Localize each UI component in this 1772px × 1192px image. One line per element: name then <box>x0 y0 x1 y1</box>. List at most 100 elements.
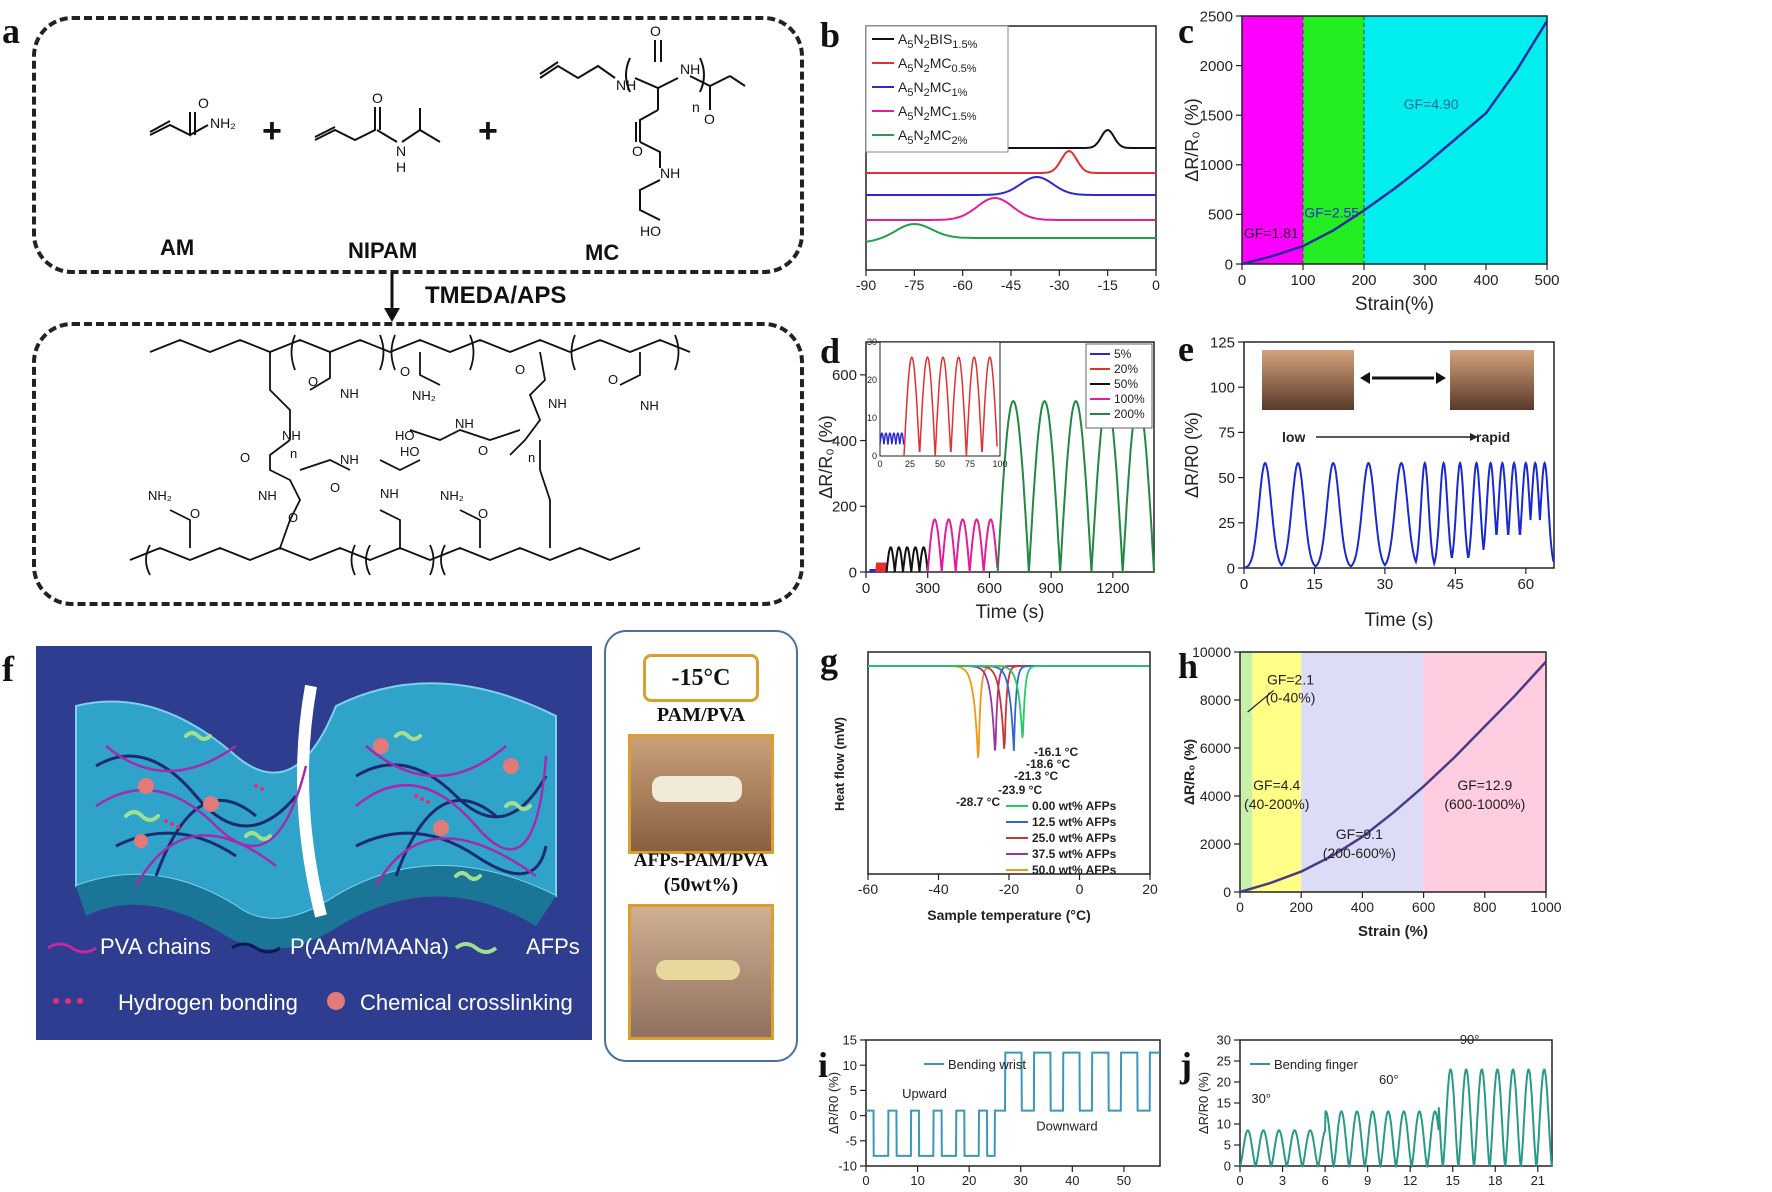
net-nh-7: NH <box>380 486 399 501</box>
j-ytick-label: 10 <box>1217 1117 1231 1132</box>
j-xtick-label: 12 <box>1403 1173 1417 1188</box>
mc-o-2: O <box>704 111 715 127</box>
b-legend-label: A5N2MC0.5% <box>898 55 977 75</box>
b-legend-label-part: 1.5% <box>952 111 977 123</box>
h-gf-range: (600-1000%) <box>1444 796 1525 812</box>
j-ytick-label: 30 <box>1217 1034 1231 1048</box>
e-rapid-label: rapid <box>1476 429 1510 445</box>
b-legend-label-part: 2 <box>924 111 930 123</box>
g-xtick-label: -60 <box>858 881 878 897</box>
j-angle-label: 90° <box>1460 1034 1480 1047</box>
panel-h-letter: h <box>1178 646 1199 686</box>
am-o: O <box>198 95 209 111</box>
c-xtick-label: 300 <box>1412 272 1437 289</box>
c-ytick-label: 0 <box>1225 256 1233 273</box>
g-ylabel: Heat flow (mW) <box>832 717 847 811</box>
g-xtick-label: 20 <box>1142 881 1158 897</box>
e-xtick-label: 15 <box>1306 576 1323 593</box>
b-legend-label-part: A <box>898 103 908 119</box>
j-xtick-label: 6 <box>1321 1173 1328 1188</box>
afps-gel <box>656 960 740 980</box>
d-ytick-label: 400 <box>832 433 857 450</box>
e-signal-line <box>1244 460 1555 569</box>
g-xtick-label: 0 <box>1076 881 1084 897</box>
i-xtick-label: 40 <box>1065 1173 1079 1188</box>
net-n-sub: n <box>290 446 297 461</box>
d-inset-line-5 <box>879 432 905 445</box>
h-xlabel: Strain (%) <box>1358 923 1428 940</box>
b-legend-label-part: 2% <box>952 135 968 147</box>
e-ytick-label: 75 <box>1218 425 1235 442</box>
b-legend-label-part: 1.5% <box>952 39 977 51</box>
c-gf-3: GF=4.90 <box>1404 96 1459 112</box>
e-double-arrow-left <box>1360 372 1370 384</box>
label-nipam: NIPAM <box>348 238 417 263</box>
c-xtick-label: 200 <box>1351 272 1376 289</box>
network-box <box>32 322 804 606</box>
d-inset-xtick-label: 25 <box>905 459 915 469</box>
e-ytick-label: 50 <box>1218 470 1235 487</box>
panel-e-letter: e <box>1178 329 1194 369</box>
b-legend-label-part: 2 <box>924 87 930 99</box>
c-ytick-label: 2500 <box>1200 8 1233 25</box>
d-inset-ytick-label: 20 <box>867 375 877 385</box>
d-series-line <box>875 562 888 573</box>
d-xlabel: Time (s) <box>976 602 1045 623</box>
d-legend-label: 5% <box>1114 347 1132 361</box>
b-xtick-label: -45 <box>1001 277 1021 293</box>
d-inset-frame <box>879 341 1001 457</box>
c-xtick-label: 500 <box>1534 272 1559 289</box>
b-legend-label-part: MC <box>930 55 952 71</box>
g-series-line <box>868 665 1150 749</box>
b-xtick-label: -30 <box>1049 277 1069 293</box>
c-plot-frame <box>1241 15 1548 265</box>
panel-f-letter: f <box>2 649 14 689</box>
e-xtick-label: 0 <box>1240 576 1248 593</box>
hydrogel-sheet <box>47 682 557 1010</box>
i-ylabel: ΔR/R0 (%) <box>826 1072 841 1134</box>
d-xtick-label: 600 <box>977 580 1002 597</box>
c-ylabel: ΔR/R₀ (%) <box>1182 98 1202 182</box>
h-ytick-label: 6000 <box>1200 740 1231 756</box>
am-nh2: NH₂ <box>210 115 236 131</box>
b-legend-label-part: 5 <box>907 39 913 51</box>
c-xtick-label: 0 <box>1238 272 1246 289</box>
g-peak-label: -23.9 °C <box>998 783 1042 797</box>
b-legend-label-part: A <box>898 55 908 71</box>
legend-paam: P(AAm/MAANa) <box>290 934 449 959</box>
b-legend-label-part: 5 <box>907 135 913 147</box>
h-ytick-label: 10000 <box>1192 644 1231 660</box>
mc-o-1: O <box>650 23 661 39</box>
mc-nh-2: NH <box>680 61 700 77</box>
c-curve <box>1241 20 1549 266</box>
b-legend-label: A5N2MC2% <box>898 127 968 147</box>
b-legend-label-part: N <box>913 127 923 143</box>
i-xtick-label: 20 <box>962 1173 976 1188</box>
c-region <box>1242 16 1303 264</box>
b-series-line <box>866 149 1156 174</box>
i-ytick-label: -5 <box>845 1133 857 1148</box>
b-legend-label-part: 2 <box>924 63 930 75</box>
nipam-h: H <box>396 159 406 175</box>
b-legend-label-part: 5 <box>907 87 913 99</box>
c-gf-2: GF=2.55 <box>1304 204 1359 220</box>
net-nh-2: NH <box>548 396 567 411</box>
h-ylabel: ΔR/R₀ (%) <box>1181 739 1197 805</box>
g-legend-label: 12.5 wt% AFPs <box>1032 815 1117 829</box>
e-ytick-label: 0 <box>1227 560 1235 577</box>
panel-b-letter: b <box>820 15 841 55</box>
i-ytick-label: 10 <box>843 1058 857 1073</box>
b-xtick-label: 0 <box>1152 277 1160 293</box>
d-inset-ytick-label: 30 <box>867 337 877 347</box>
net-nh-5: NH <box>455 416 474 431</box>
h-gf-range: (40-200%) <box>1244 796 1309 812</box>
net-nh2-1: NH₂ <box>412 388 436 403</box>
net-o-6: O <box>240 450 250 465</box>
panel-c-letter: c <box>1178 11 1194 51</box>
net-nh-3: NH <box>640 398 659 413</box>
d-series-line <box>926 518 999 573</box>
d-xtick-label: 900 <box>1039 580 1064 597</box>
h-gf-range: (200-600%) <box>1323 845 1396 861</box>
